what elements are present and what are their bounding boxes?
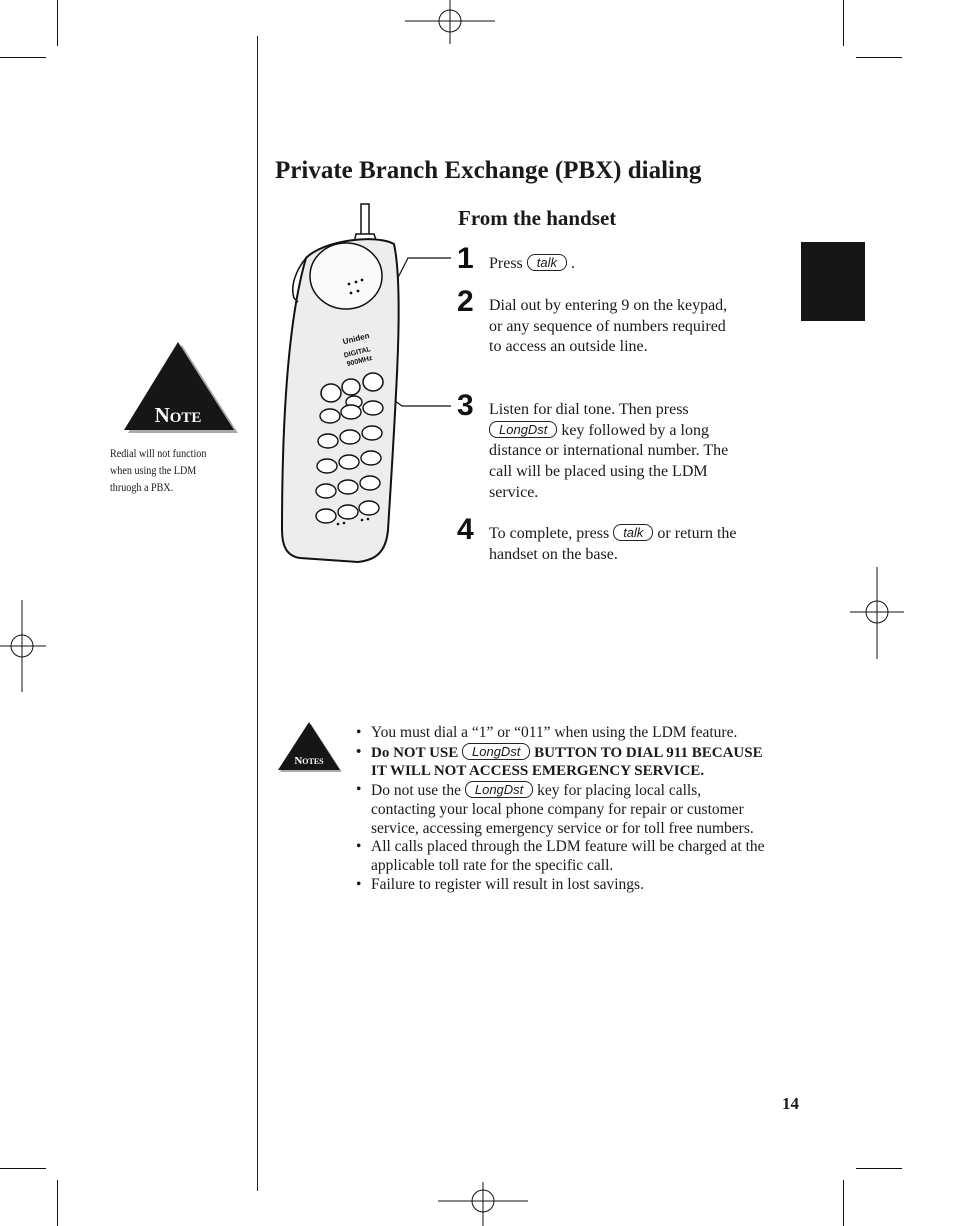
page-title: Private Branch Exchange (PBX) dialing [275,157,702,184]
section-subtitle: From the handset [458,206,617,230]
step-text: Press talk . [489,254,754,275]
step-text-after: or return the handset on the base. [489,525,737,563]
note-text-after: BUTTON TO DIAL 911 BECAUSE IT WILL NOT A… [371,744,763,780]
note-item: Do not use the LongDst key for placing l… [356,781,766,838]
section-tab [801,242,865,321]
note-item: All calls placed through the LDM feature… [356,838,766,875]
step-text-before: To complete, press [489,525,610,542]
page-spine-rule [257,36,258,1191]
note-warning-icon: Note [124,342,238,433]
handset-illustration: Uniden DIGITAL 900MHz [280,203,451,564]
registration-mark-right [850,567,904,659]
registration-mark-bottom [438,1182,528,1226]
step-text-after: . [571,255,576,272]
talk-key-icon: talk [526,254,568,271]
registration-mark-left [0,600,46,692]
registration-mark-top [405,0,495,44]
step-text: To complete, press talk or return the ha… [489,524,751,565]
note-text-before: Do not use the [371,782,461,800]
talk-key-icon: talk [613,524,654,541]
step-number: 3 [457,389,474,422]
note-item: You must dial a “1” or “011” when using … [356,724,766,743]
longdst-key-icon: LongDst [464,781,534,799]
longdst-key-icon: LongDst [462,742,531,760]
notes-badge-label: Notes [294,755,324,767]
longdst-key-icon: LongDst [489,420,558,438]
note-item: Failure to register will result in lost … [356,876,766,895]
step-number: 4 [457,513,474,546]
step-text: Dial out by entering 9 on the keypad, or… [489,297,728,356]
step-number: 1 [457,242,474,275]
notes-list: You must dial a “1” or “011” when using … [356,724,766,894]
step-text: Listen for dial tone. Then press LongDst… [489,400,747,504]
note-badge-label: Note [155,403,202,427]
note-text-after: key for placing local calls, contacting … [371,782,754,837]
step-text-before: Press [489,255,523,272]
step-text-before: Listen for dial tone. Then press [489,401,689,418]
notes-warning-icon: Notes [278,722,342,772]
step-number: 2 [457,285,474,318]
side-note-text: Redial will not function when using the … [110,448,207,494]
page-number: 14 [782,1094,799,1113]
note-item-warning: Do NOT USE LongDst BUTTON TO DIAL 911 BE… [356,742,766,781]
step-text-after: key followed by a long distance or inter… [489,421,729,501]
note-text-before: Do NOT USE [371,744,459,761]
